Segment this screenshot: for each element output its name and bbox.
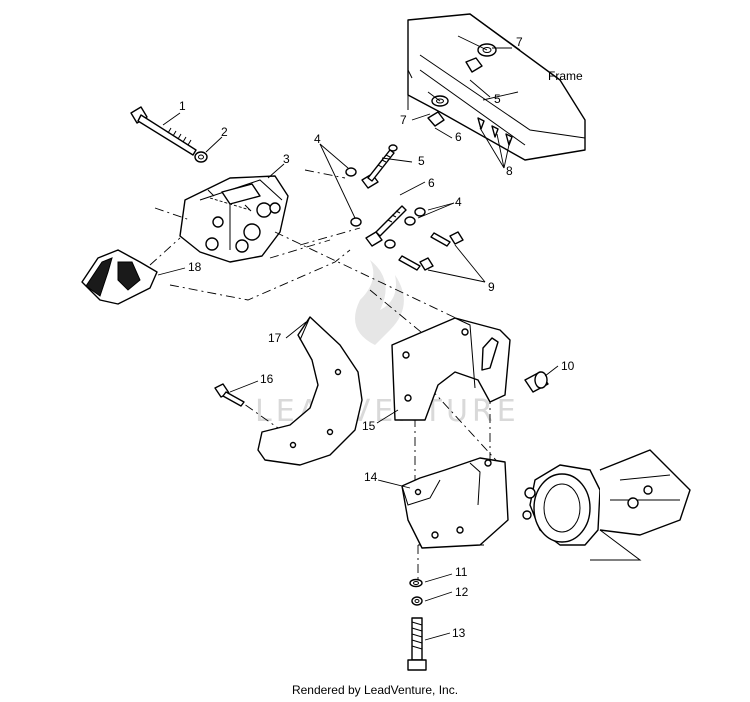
part-18-brake-pad <box>81 249 158 305</box>
callout-12: 12 <box>455 585 469 599</box>
callout-labels: 1 2 3 4 4 5 5 6 6 7 7 8 9 10 11 12 13 14… <box>179 35 583 640</box>
callout-7b: 7 <box>400 113 407 127</box>
callout-14: 14 <box>364 470 378 484</box>
leader-lines <box>157 47 559 641</box>
parts-4-5-6-links <box>345 144 426 249</box>
callout-5b: 5 <box>418 154 425 168</box>
part-16-screw <box>214 383 245 407</box>
callout-15: 15 <box>362 419 376 433</box>
part-14-bracket <box>401 457 509 549</box>
callout-9: 9 <box>488 280 495 294</box>
callout-frame: Frame <box>548 69 583 83</box>
axle-housing <box>522 449 691 561</box>
callout-6b: 6 <box>428 176 435 190</box>
callout-10: 10 <box>561 359 575 373</box>
callout-13: 13 <box>452 626 466 640</box>
callout-1: 1 <box>179 99 186 113</box>
callout-4a: 4 <box>314 132 321 146</box>
part-10-bushing <box>524 371 549 393</box>
callout-3: 3 <box>283 152 290 166</box>
callout-4b: 4 <box>455 195 462 209</box>
callout-16: 16 <box>260 372 274 386</box>
frame <box>407 13 586 161</box>
callout-2: 2 <box>221 125 228 139</box>
part-15-bracket <box>391 317 511 421</box>
part-1-bolt <box>130 106 197 156</box>
parts-11-12-13 <box>407 578 427 671</box>
part-17-disc <box>257 316 363 466</box>
callout-17: 17 <box>268 331 282 345</box>
callout-18: 18 <box>188 260 202 274</box>
frame-hardware <box>427 35 513 146</box>
callout-6a: 6 <box>455 130 462 144</box>
callout-11: 11 <box>455 565 468 579</box>
callout-5a: 5 <box>494 92 501 106</box>
part-3-caliper <box>179 175 289 263</box>
callout-7a: 7 <box>516 35 523 49</box>
footer-credit: Rendered by LeadVenture, Inc. <box>291 683 459 697</box>
callout-8: 8 <box>506 164 513 178</box>
part-9-bolts <box>398 231 464 271</box>
part-2-washer <box>194 151 208 163</box>
